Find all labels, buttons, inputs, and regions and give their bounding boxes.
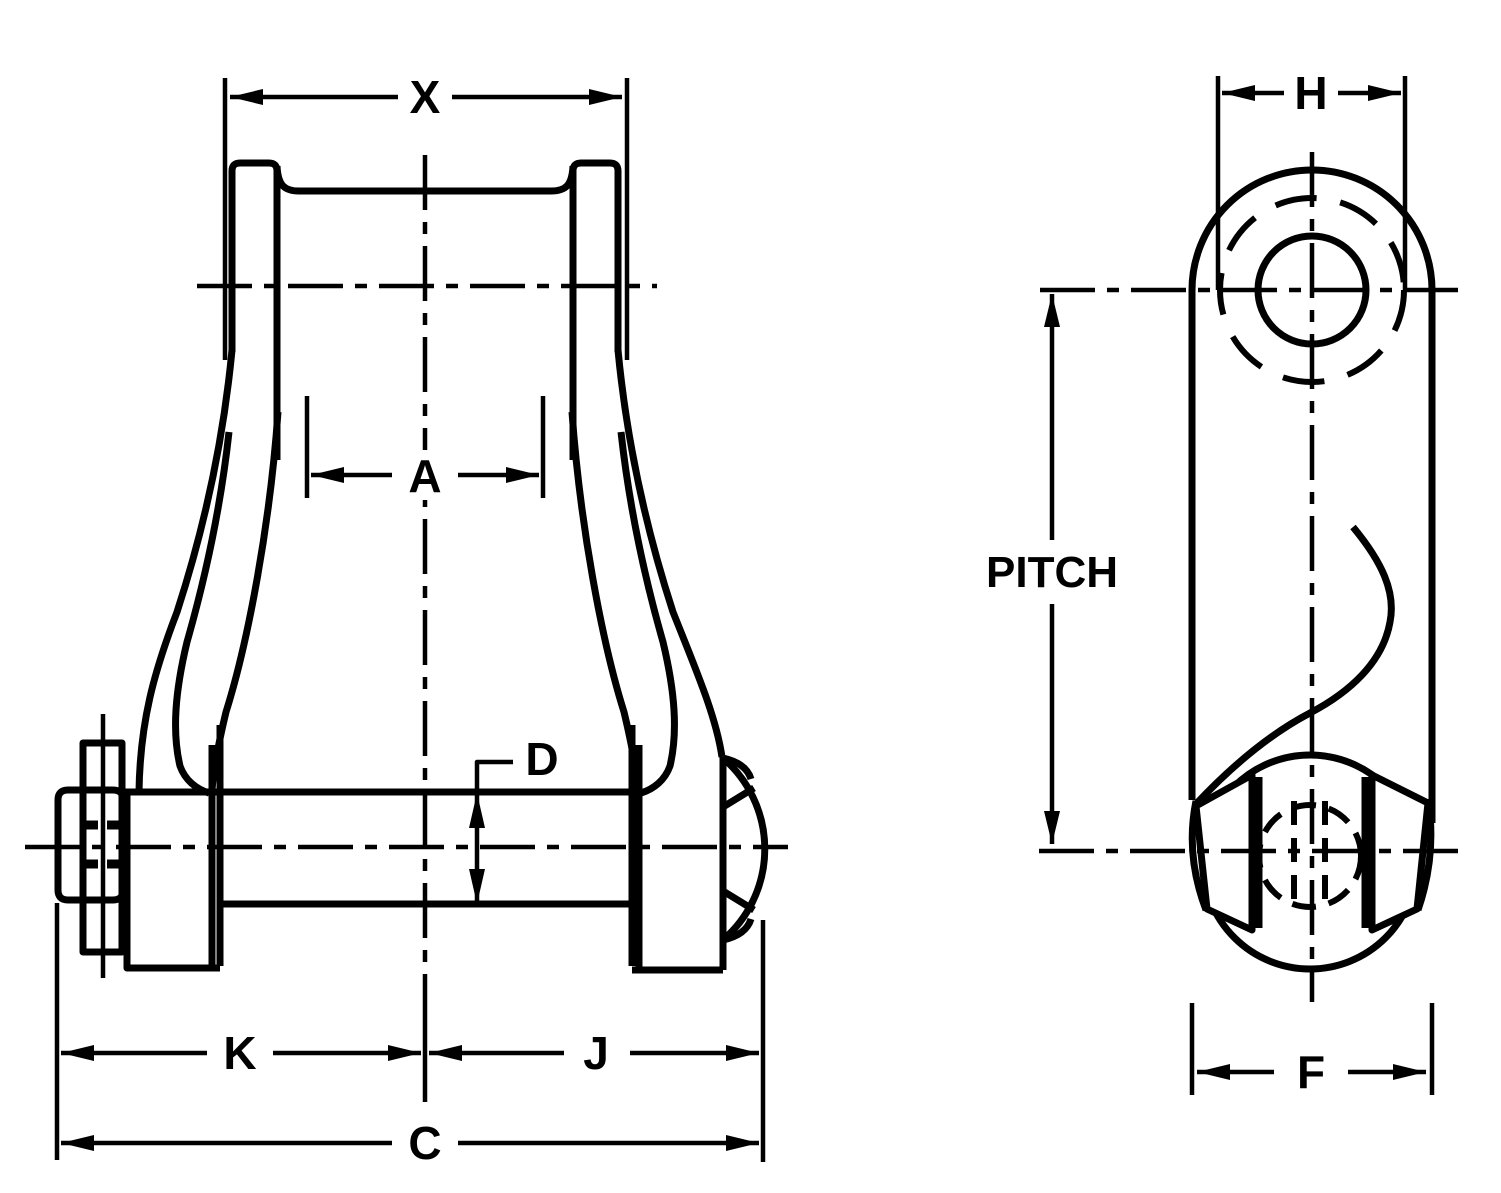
left-flange-plate [228, 159, 281, 460]
pin-head-chamfer-bottom [721, 888, 756, 944]
a-extension-lines [304, 396, 546, 498]
dimension-f: F [1189, 1003, 1435, 1098]
left-rib-edge [172, 431, 233, 797]
k-arrow-right [388, 1045, 421, 1061]
dimension-pitch: PITCH [986, 294, 1118, 844]
right-flange-plate [569, 159, 622, 460]
pin-head-dome [720, 755, 769, 943]
d-leader-line [474, 759, 513, 904]
h-arrow-right [1368, 85, 1401, 101]
k-arrow-left [61, 1045, 94, 1061]
dim-label-c: C [408, 1117, 441, 1169]
f-extension-lines [1189, 1003, 1435, 1095]
dimension-c: C [61, 1117, 759, 1169]
dim-label-k: K [223, 1027, 256, 1079]
f-arrow-left [1197, 1064, 1230, 1080]
right-leg-foot [632, 757, 727, 974]
head-right-bulge-arc [1414, 798, 1435, 912]
right-outer-profile [614, 349, 726, 758]
dim-label-pitch: PITCH [986, 548, 1118, 597]
d-arrow-down [469, 869, 485, 904]
x-extension-lines [222, 78, 630, 360]
dim-label-j: J [583, 1027, 609, 1079]
d-arrow-up [469, 793, 485, 828]
pitch-arrow-down [1044, 811, 1060, 844]
right-rib-edge [617, 431, 678, 797]
f-arrow-right [1393, 1064, 1426, 1080]
j-arrow-right [726, 1045, 759, 1061]
dimension-a: A [304, 396, 546, 502]
bottom-hole-hidden-edges [1291, 801, 1328, 911]
h-extension-lines [1215, 76, 1408, 290]
x-arrow-right [589, 89, 622, 105]
dim-label-a: A [408, 450, 441, 502]
x-arrow-left [230, 89, 263, 105]
front-view: X A D [25, 71, 788, 1169]
left-leg-foot [123, 793, 220, 972]
a-arrow-right [506, 467, 539, 483]
j-arrow-left [429, 1045, 462, 1061]
dimension-k-j: K J [54, 903, 766, 1162]
a-arrow-left [311, 467, 344, 483]
h-arrow-left [1222, 85, 1255, 101]
c-arrow-left [61, 1135, 94, 1151]
kj-extension-lines [54, 903, 766, 1162]
pitch-arrow-up [1044, 294, 1060, 327]
dim-label-d: D [525, 733, 558, 785]
dimension-d: D [469, 733, 559, 904]
a-label-mask [402, 450, 448, 500]
dim-label-f: F [1297, 1046, 1325, 1098]
left-outer-profile [135, 349, 236, 793]
head-left-bulge-arc [1188, 800, 1210, 912]
pin-head-chamfer-top [721, 754, 756, 810]
sidebar-twist-curve [1193, 524, 1395, 807]
dimension-h: H [1215, 67, 1408, 290]
washer [79, 739, 126, 956]
side-view: H PITCH F [986, 67, 1460, 1098]
dimension-x: X [222, 71, 630, 360]
dim-label-x: X [410, 71, 441, 123]
cotter-clip-bars [84, 820, 121, 869]
c-arrow-right [726, 1135, 759, 1151]
dim-label-h: H [1294, 67, 1327, 119]
